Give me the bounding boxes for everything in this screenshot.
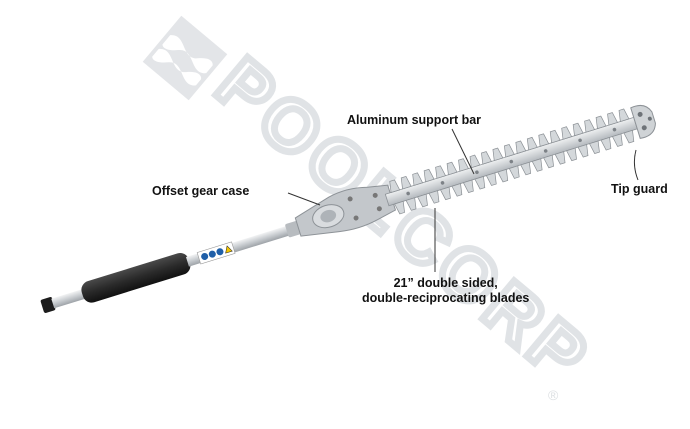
leader-tip-guard bbox=[633, 149, 639, 181]
blade-rivet bbox=[612, 127, 617, 132]
blade-tooth-top bbox=[584, 119, 596, 133]
blade-tooth-top bbox=[515, 140, 527, 154]
label-blades-line2: double-reciprocating blades bbox=[362, 291, 530, 305]
blade-tooth-top bbox=[607, 112, 618, 126]
blade-tooth-bottom bbox=[485, 172, 497, 186]
shaft-end-cap bbox=[40, 297, 56, 313]
blade-tooth-top bbox=[572, 122, 584, 137]
blade-rivet bbox=[406, 191, 410, 196]
blade-tooth-bottom bbox=[497, 168, 509, 183]
blade-tooth-top bbox=[618, 108, 630, 123]
blade-rivet bbox=[440, 181, 445, 185]
blade-tooth-top bbox=[503, 144, 515, 158]
shaft-rear bbox=[51, 288, 88, 309]
blade-tooth-top bbox=[412, 172, 424, 186]
watermark-registered-mark: ® bbox=[548, 387, 559, 403]
blade-tooth-bottom bbox=[600, 136, 612, 151]
blade-rivet bbox=[578, 138, 582, 143]
warning-sticker-icons bbox=[196, 241, 236, 265]
blade-tooth-bottom bbox=[405, 197, 417, 211]
watermark-text: POOLCORP bbox=[202, 43, 606, 400]
offset-gear-case bbox=[294, 184, 397, 237]
blade-tooth-top bbox=[481, 151, 492, 165]
blade-tooth-top bbox=[400, 175, 412, 190]
blade-tooth-top bbox=[435, 165, 447, 179]
label-offset-gear-case: Offset gear case bbox=[152, 184, 250, 198]
blade-tooth-bottom bbox=[417, 193, 428, 208]
blade-tooth-bottom bbox=[623, 129, 635, 144]
blade-tooth-bottom bbox=[394, 200, 405, 215]
blade-tooth-bottom bbox=[543, 154, 554, 169]
blade-rivet bbox=[509, 159, 514, 164]
blade-tooth-top bbox=[458, 158, 469, 172]
blade-tooth-top bbox=[469, 154, 481, 169]
blade-tooth-top bbox=[549, 129, 561, 144]
blade-tooth-top bbox=[561, 126, 573, 140]
blade-tooth-bottom bbox=[462, 179, 474, 194]
blade-tooth-bottom bbox=[554, 151, 566, 165]
foam-grip bbox=[81, 252, 191, 303]
label-blades-line1: 21” double sided, bbox=[393, 276, 498, 290]
leader-lines bbox=[287, 128, 639, 272]
label-tip-guard: Tip guard bbox=[611, 182, 668, 196]
blade-tooth-top bbox=[538, 133, 550, 147]
blade-tooth-bottom bbox=[531, 158, 543, 172]
blade-tooth-bottom bbox=[577, 144, 589, 158]
blade-tooth-top bbox=[492, 147, 504, 162]
watermark-wave-icon bbox=[142, 15, 228, 101]
leader-aluminum-bar bbox=[451, 128, 475, 175]
blade-tooth-bottom bbox=[439, 186, 451, 201]
blade-tooth-bottom bbox=[508, 165, 520, 179]
tip-guard bbox=[630, 104, 656, 139]
blade-tooth-bottom bbox=[451, 183, 463, 197]
blade-tooth-top bbox=[446, 161, 458, 176]
blade-tooth-bottom bbox=[428, 190, 440, 204]
blade-tooth-bottom bbox=[611, 133, 623, 147]
blade-tooth-bottom bbox=[474, 176, 486, 190]
blade-rivet bbox=[543, 149, 548, 153]
blade-tooth-bottom bbox=[589, 140, 600, 154]
blade-tooth-top bbox=[423, 168, 435, 183]
hedge-trimmer bbox=[40, 104, 656, 313]
blade-rivet bbox=[475, 170, 479, 175]
blade-tooth-bottom bbox=[566, 147, 577, 162]
cutting-blades bbox=[384, 108, 638, 215]
blade-tooth-bottom bbox=[520, 161, 532, 176]
leader-gear-case bbox=[287, 192, 321, 206]
blade-tooth-top bbox=[526, 136, 538, 151]
label-aluminum-support-bar: Aluminum support bar bbox=[347, 113, 482, 127]
label-blades: 21” double sided, double-reciprocating b… bbox=[362, 276, 529, 306]
blade-tooth-top bbox=[595, 115, 607, 130]
blade-tooth-top bbox=[389, 179, 401, 193]
